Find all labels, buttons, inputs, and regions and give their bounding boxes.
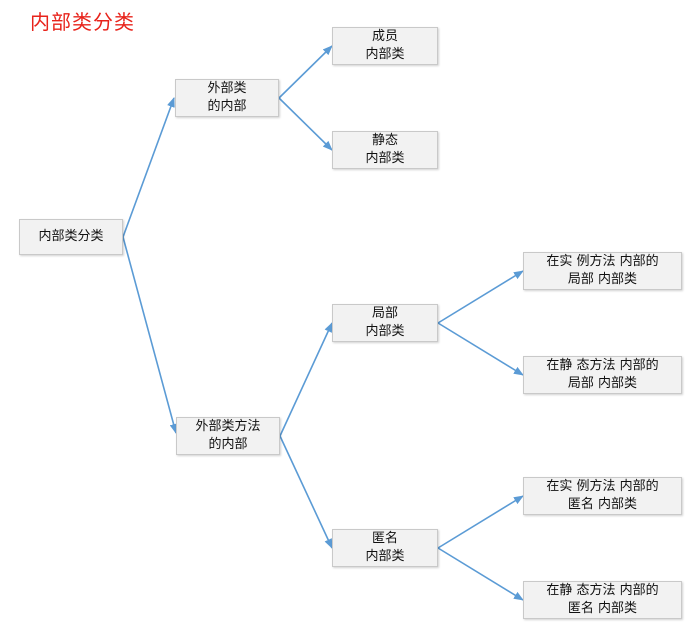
node-local-static-label: 在静 态方法 内部的 局部 内部类 [546, 358, 659, 391]
edge-outer-method-anon [279, 435, 333, 549]
diagram-title: 内部类分类 [30, 10, 135, 34]
node-static: 静态 内部类 [332, 131, 438, 169]
node-member-label: 成员 内部类 [365, 29, 405, 62]
node-anon-instance-label: 在实 例方法 内部的 匿名 内部类 [546, 479, 659, 512]
edge-root-outer-method [122, 236, 178, 434]
edge-anon-static [437, 547, 524, 601]
node-outer-method: 外部类方法 的内部 [176, 417, 280, 455]
edge-outer-static [278, 97, 333, 151]
edge-local-instance [437, 270, 524, 324]
node-root-label: 内部类分类 [38, 229, 104, 244]
node-anon: 匿名 内部类 [332, 529, 438, 567]
node-anon-static-label: 在静 态方法 内部的 匿名 内部类 [546, 583, 659, 616]
node-outer-label: 外部类 的内部 [207, 81, 247, 114]
node-member: 成员 内部类 [332, 27, 438, 65]
node-static-label: 静态 内部类 [365, 133, 405, 166]
node-anon-label: 匿名 内部类 [365, 531, 405, 564]
node-local: 局部 内部类 [332, 304, 438, 342]
edge-outer-method-local [279, 322, 333, 437]
edge-local-static [437, 322, 524, 376]
node-anon-static: 在静 态方法 内部的 匿名 内部类 [523, 581, 682, 619]
node-outer: 外部类 的内部 [175, 79, 279, 117]
edge-outer-member [278, 45, 333, 99]
edge-anon-instance [437, 495, 524, 549]
node-local-instance: 在实 例方法 内部的 局部 内部类 [523, 252, 682, 290]
node-root: 内部类分类 [19, 219, 123, 255]
edge-root-outer [122, 97, 175, 238]
node-local-label: 局部 内部类 [365, 306, 405, 339]
node-local-static: 在静 态方法 内部的 局部 内部类 [523, 356, 682, 394]
node-anon-instance: 在实 例方法 内部的 匿名 内部类 [523, 477, 682, 515]
node-outer-method-label: 外部类方法 的内部 [195, 419, 261, 452]
node-local-instance-label: 在实 例方法 内部的 局部 内部类 [546, 254, 659, 287]
